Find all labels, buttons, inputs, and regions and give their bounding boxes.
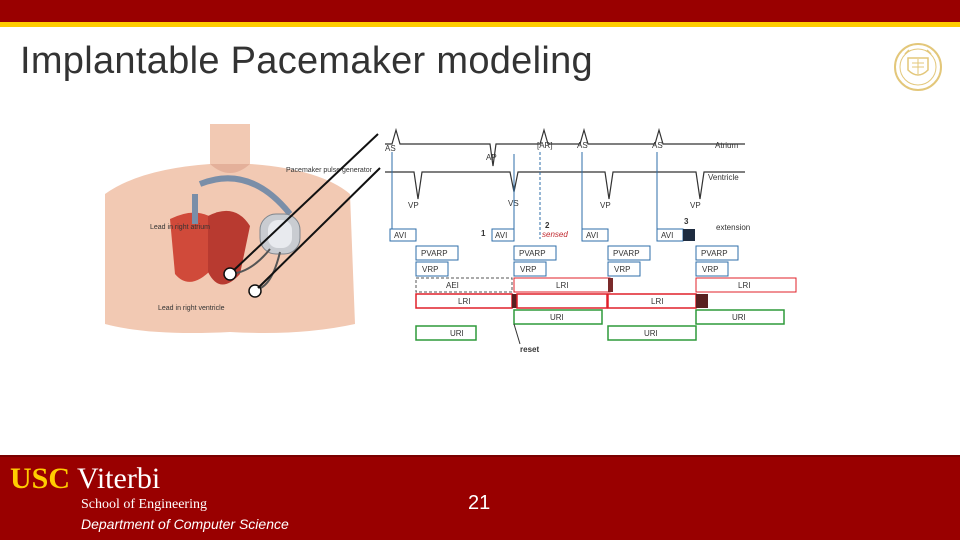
atrium-event-3: [AR] xyxy=(537,141,553,150)
atrium-event-4: AS xyxy=(577,141,588,150)
atrium-link-line xyxy=(233,133,379,271)
ventricle-link-line xyxy=(257,167,381,289)
page-title: Implantable Pacemaker modeling xyxy=(20,40,593,82)
pvarp-4: PVARP xyxy=(701,249,728,258)
page-number: 21 xyxy=(468,492,491,514)
sensed-label: sensed xyxy=(542,230,568,239)
ventricle-event-2: VS xyxy=(508,199,519,208)
atrium-lead-dot xyxy=(223,267,237,281)
aei-row: AEI LRI LRI xyxy=(415,277,797,293)
pacemaker-figure: Pacemaker pulse generator Lead in right … xyxy=(105,124,797,354)
uri-4: URI xyxy=(644,329,658,338)
avi-row: AVI AVI AVI AVI extension sensed 1 2 3 xyxy=(389,217,750,242)
pvarp-1: PVARP xyxy=(421,249,448,258)
lri-1: LRI xyxy=(556,281,568,290)
footer-rule xyxy=(0,455,960,457)
lri-2: LRI xyxy=(738,281,750,290)
avi-2: AVI xyxy=(495,231,507,240)
avi-1: AVI xyxy=(394,231,406,240)
department-name: Department of Computer Science xyxy=(81,516,289,532)
pvarp-3: PVARP xyxy=(613,249,640,258)
uri-2: URI xyxy=(732,313,746,322)
atrium-label: Atrium xyxy=(715,141,738,150)
marker-1: 1 xyxy=(481,229,486,238)
usc-seal-icon xyxy=(894,43,942,91)
usc-viterbi-logo: USC Viterbi xyxy=(10,462,161,495)
pvarp-row: PVARP PVARP PVARP PVARP xyxy=(415,245,739,261)
avi-3: AVI xyxy=(586,231,598,240)
vrp-row: VRP VRP VRP VRP xyxy=(415,261,729,277)
lri-3: LRI xyxy=(458,297,470,306)
uri-row: URI URI URI URI xyxy=(415,309,785,341)
marker-2: 2 xyxy=(545,221,550,230)
atrium-event-2: AP xyxy=(486,153,497,162)
ventricle-trace xyxy=(385,171,745,200)
vrp-3: VRP xyxy=(614,265,630,274)
top-banner xyxy=(0,0,960,22)
top-gold-stripe xyxy=(0,22,960,27)
vrp-1: VRP xyxy=(422,265,438,274)
aei-1: AEI xyxy=(446,281,459,290)
label-generator: Pacemaker pulse generator xyxy=(286,167,373,174)
uri-3: URI xyxy=(450,329,464,338)
uri-1: URI xyxy=(550,313,564,322)
marker-3: 3 xyxy=(684,217,689,226)
ventricle-event-3: VP xyxy=(600,201,611,210)
footer-banner xyxy=(0,457,960,540)
atrium-event-5: AS xyxy=(652,141,663,150)
extension-label: extension xyxy=(716,223,750,232)
ventricle-event-1: VP xyxy=(408,201,419,210)
vrp-4: VRP xyxy=(702,265,718,274)
avi-4: AVI xyxy=(661,231,673,240)
timing-diagram: Atrium AS AP [AR] AS AS Ventricle VP VS … xyxy=(385,127,797,354)
label-ventricle: Lead in right ventricle xyxy=(158,305,225,312)
pvarp-2: PVARP xyxy=(519,249,546,258)
lri-4: LRI xyxy=(651,297,663,306)
reset-label: reset xyxy=(520,345,539,354)
label-atrium: Lead in right atrium xyxy=(150,224,210,231)
school-name: School of Engineering xyxy=(81,497,207,512)
anatomy-illustration: Pacemaker pulse generator Lead in right … xyxy=(105,124,381,333)
atrium-trace xyxy=(385,127,745,167)
atrium-event-1: AS xyxy=(385,144,396,153)
lri-row: LRI LRI xyxy=(415,293,708,309)
vrp-2: VRP xyxy=(520,265,536,274)
ventricle-event-4: VP xyxy=(690,201,701,210)
ventricle-label: Ventricle xyxy=(708,173,739,182)
